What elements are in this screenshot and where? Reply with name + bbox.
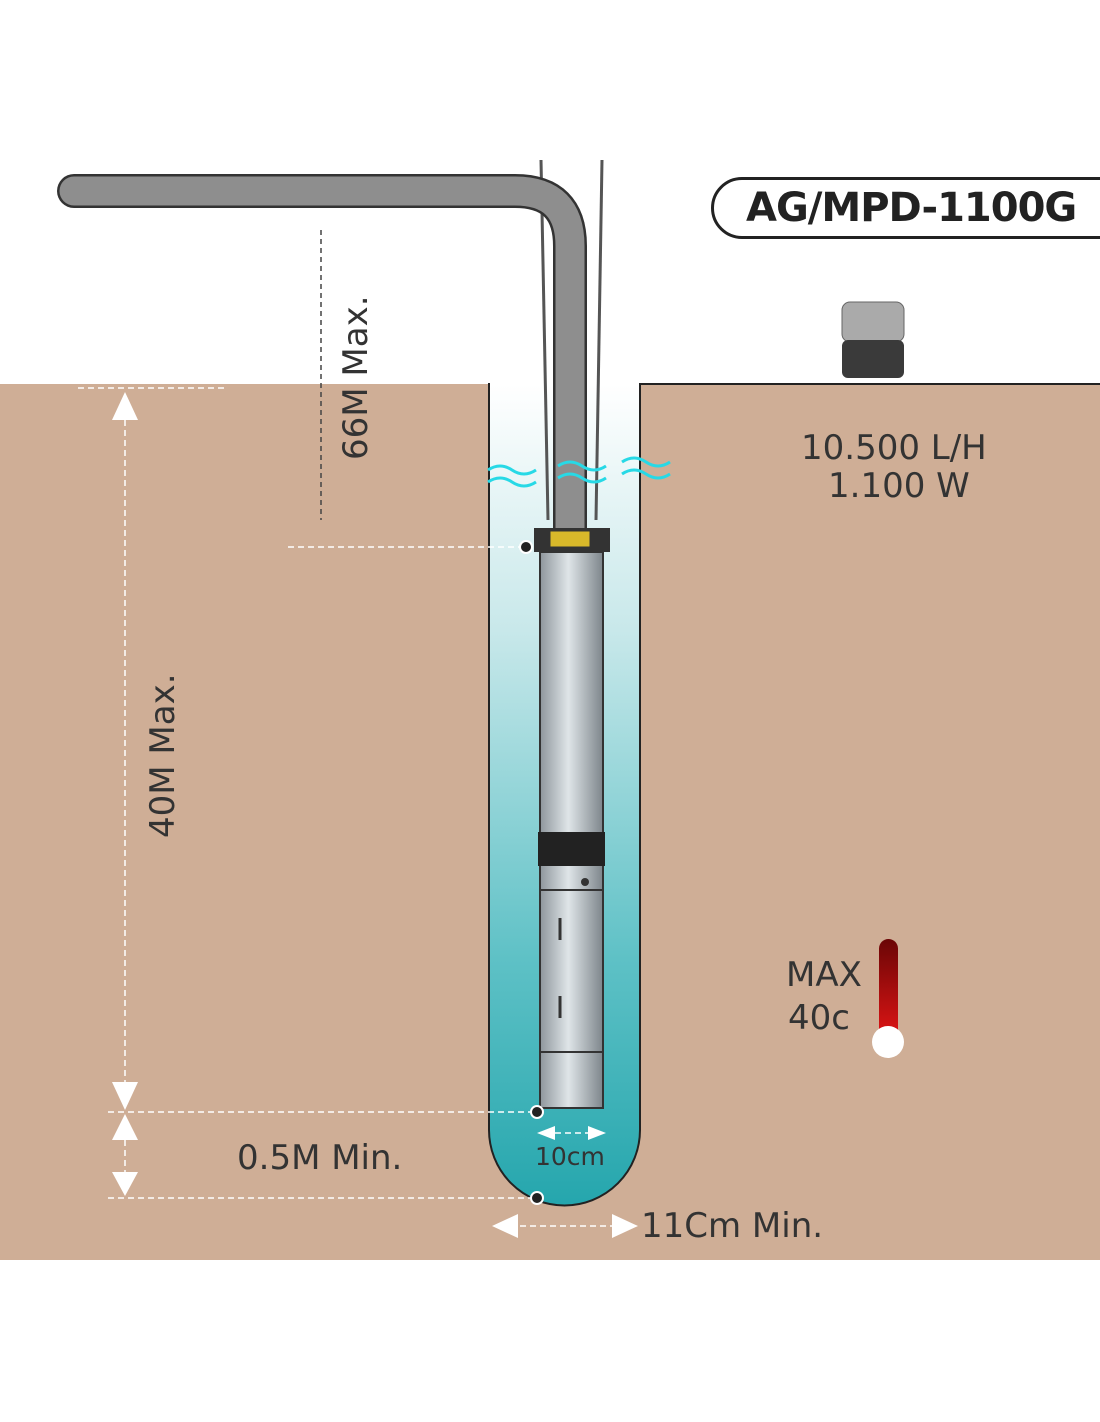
temperature-value: 40c xyxy=(788,998,850,1038)
control-box xyxy=(841,301,905,378)
thermometer-icon xyxy=(872,939,904,1058)
power-rating: 1.100 W xyxy=(828,466,970,506)
head-max-label: 66M Max. xyxy=(336,295,376,460)
pump-diameter-label: 10cm xyxy=(535,1142,605,1171)
bottom-clearance-label: 0.5M Min. xyxy=(237,1138,403,1178)
submersible-pump xyxy=(534,528,610,1109)
model-name: AG/MPD-1100G xyxy=(746,185,1077,231)
depth-max-label: 40M Max. xyxy=(143,673,183,838)
temperature-label: MAX xyxy=(786,955,862,995)
flow-rate: 10.500 L/H xyxy=(801,428,987,468)
borehole-diameter-label: 11Cm Min. xyxy=(641,1206,824,1246)
model-badge: AG/MPD-1100G xyxy=(711,177,1100,239)
water-level-waves xyxy=(487,456,671,488)
